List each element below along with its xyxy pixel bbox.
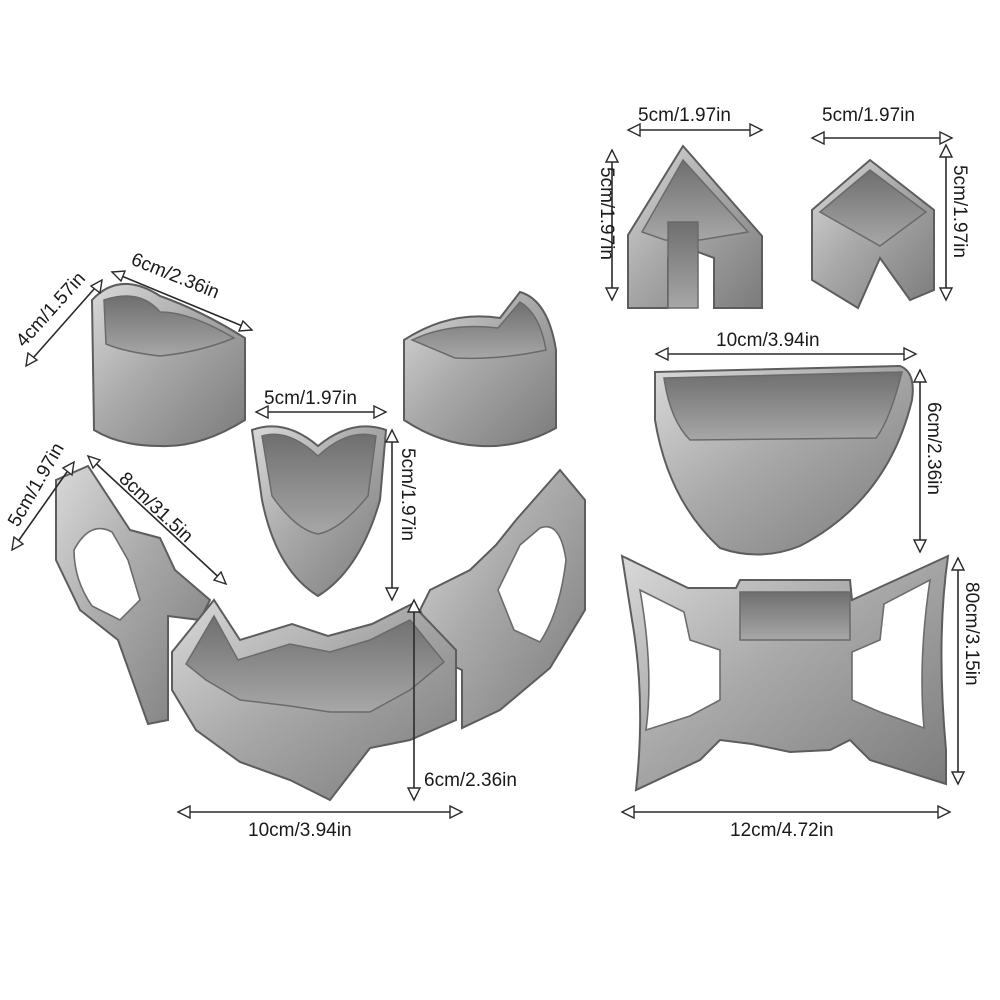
mouth-left-cutter [55, 464, 212, 726]
right-eye-cutter [403, 290, 557, 448]
left-eye-cutter [90, 283, 246, 448]
mouth-width-label: 10cm/3.94in [248, 820, 352, 841]
notch-width-label: 5cm/1.97in [822, 105, 915, 126]
bow-height-label: 80cm/3.15in [961, 582, 982, 686]
notch-height-label: 5cm/1.97in [949, 165, 970, 258]
mouth-right-cutter [418, 468, 586, 730]
house-height-label: 5cm/1.97in [596, 167, 617, 260]
bow-width-label: 12cm/4.72in [730, 820, 834, 841]
house-cutter [627, 144, 763, 309]
smile-height-label: 6cm/2.36in [923, 402, 944, 495]
dim-lines [11, 122, 966, 820]
smile-width-label: 10cm/3.94in [716, 330, 820, 351]
smile-cutter [654, 364, 914, 556]
mouth-center-cutter [171, 598, 457, 802]
nose-cutter [250, 425, 388, 598]
nose-height-label: 5cm/1.97in [397, 448, 418, 541]
bow-cutter [620, 554, 950, 792]
nose-width-label: 5cm/1.97in [264, 388, 357, 409]
mouth-center-height-label: 6cm/2.36in [424, 770, 517, 791]
notch-cutter [811, 158, 935, 310]
house-width-label: 5cm/1.97in [638, 105, 731, 126]
